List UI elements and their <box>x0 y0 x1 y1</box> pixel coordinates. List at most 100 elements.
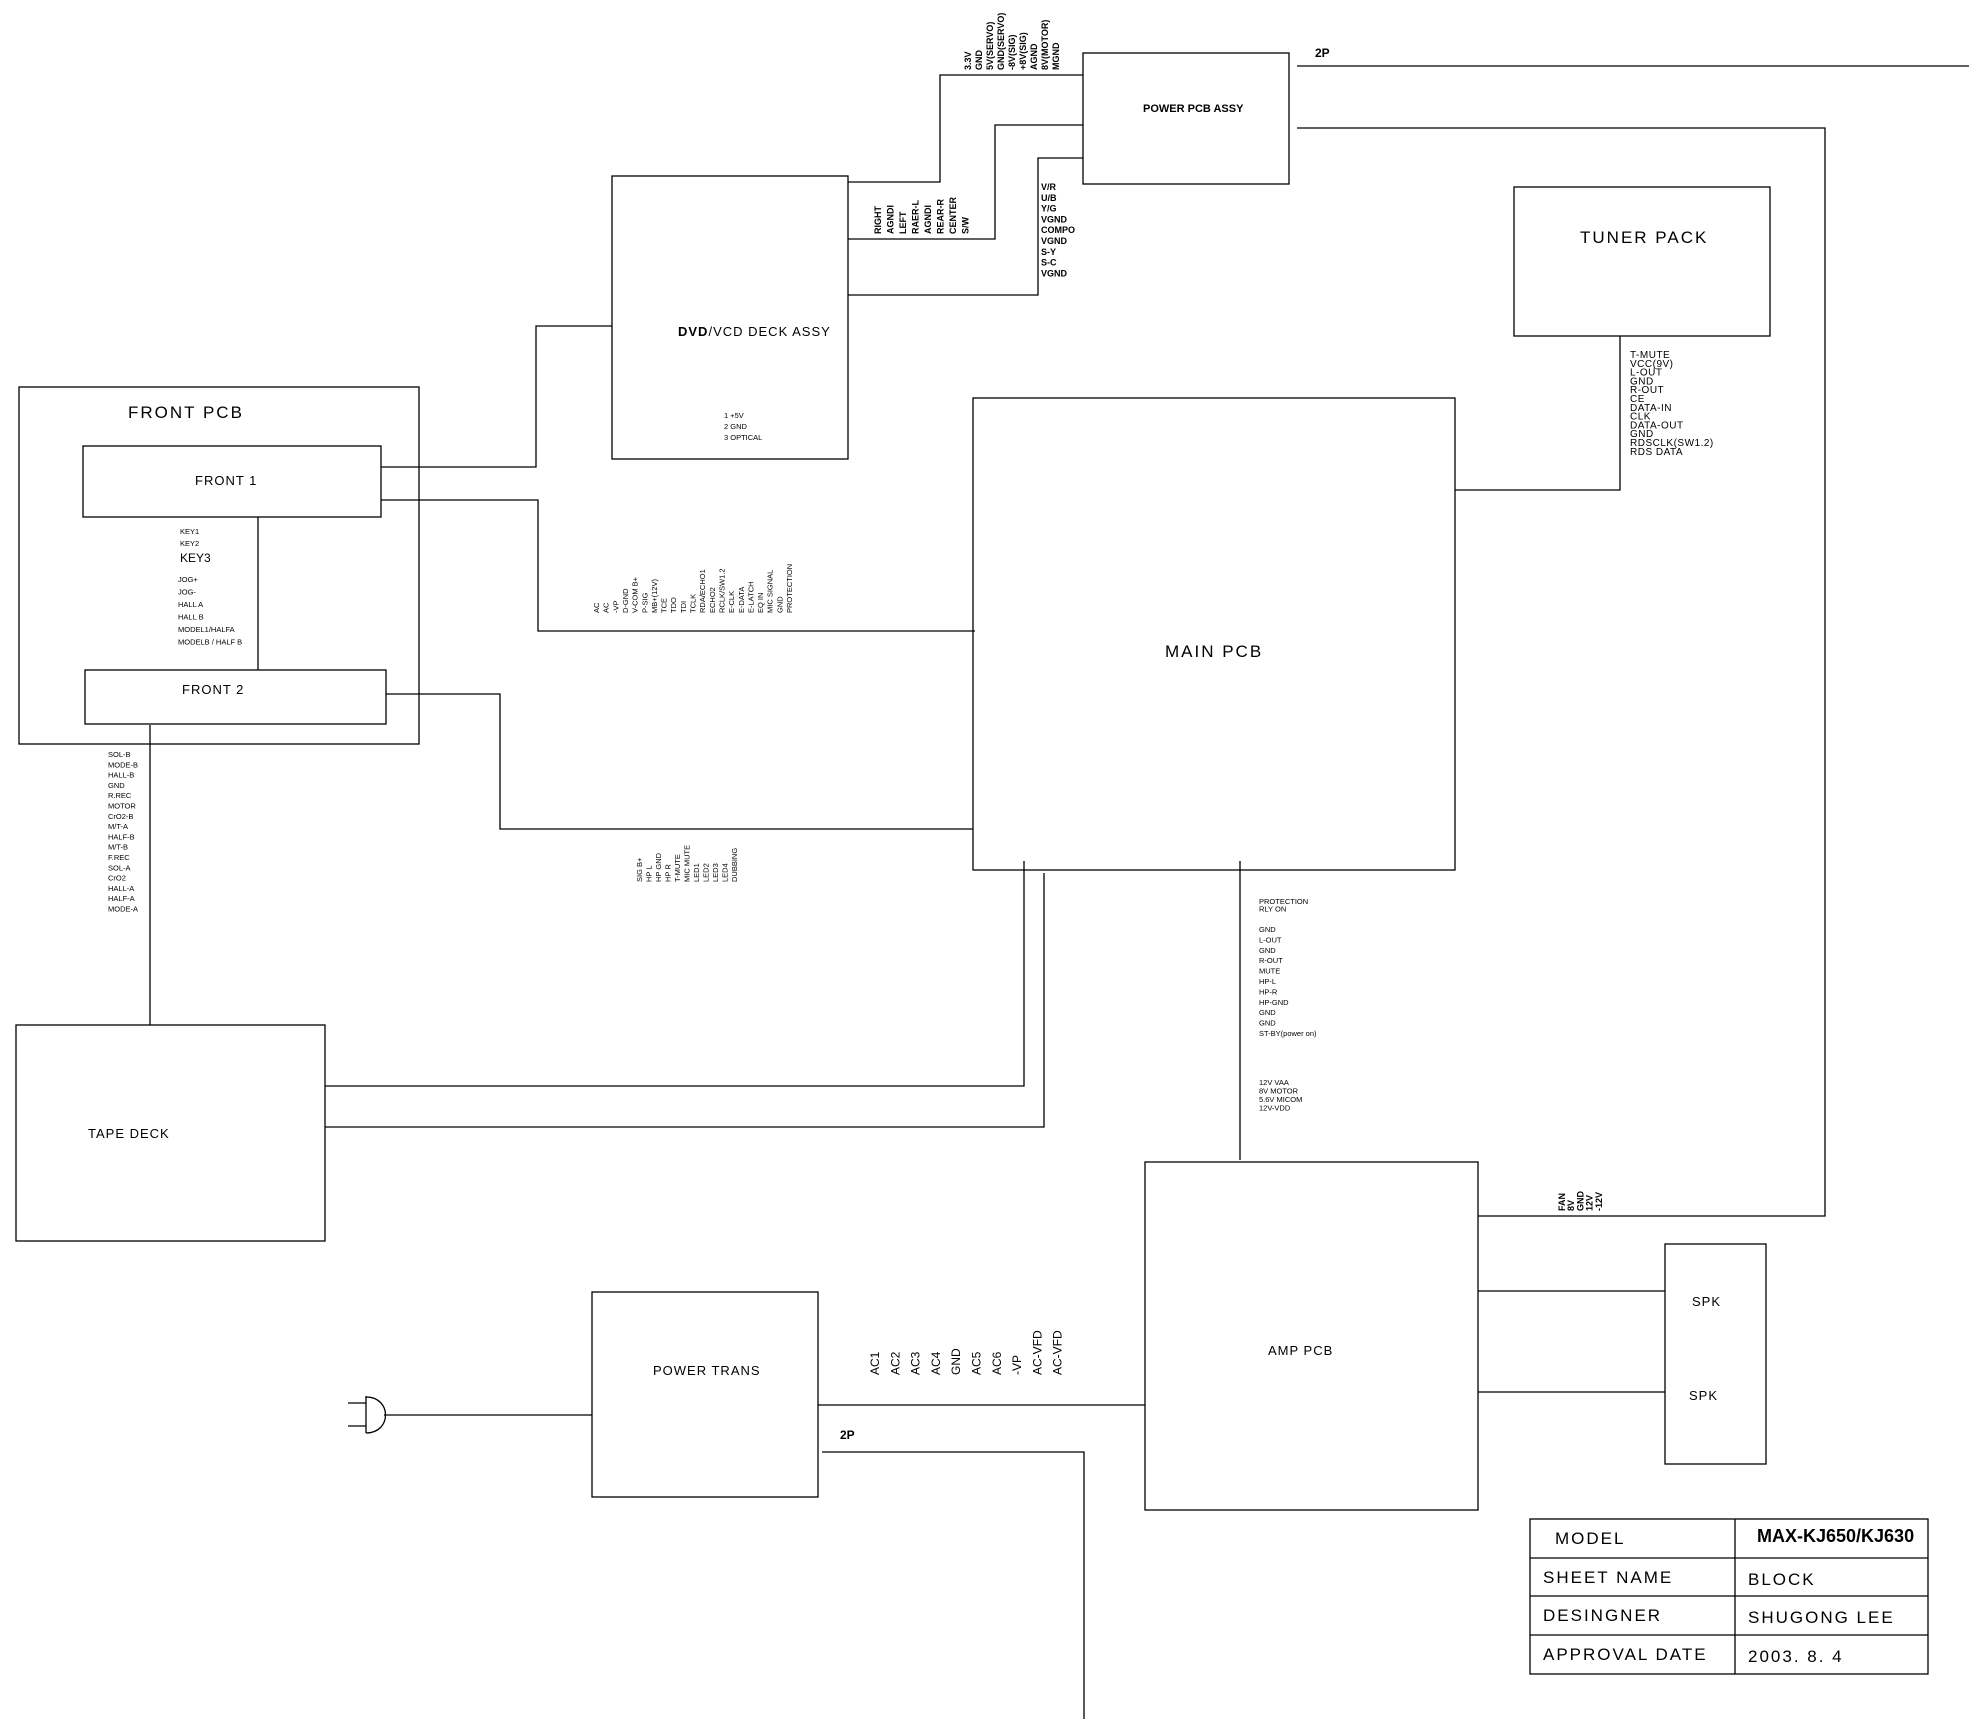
signal-main-amp-c-item: 12V-VDD <box>1259 1104 1291 1113</box>
signal-power-trans-item: GND <box>949 1348 963 1375</box>
signal-main-amp-c-item: 8V MOTOR <box>1259 1087 1299 1096</box>
front1-box <box>82 445 382 518</box>
model-value: MAX-KJ650/KJ630 <box>1757 1526 1914 1546</box>
signal-tuner-item: VCC(9V) <box>1630 359 1674 370</box>
signal-dvd-pins-item: 2 GND <box>724 422 748 431</box>
signal-tape-item: GND <box>108 781 125 790</box>
signal-main-amp-a-item: RLY ON <box>1259 905 1286 914</box>
signal-front1-main-item: AC <box>602 602 611 613</box>
blocks <box>15 52 1771 1511</box>
power-pcb-box <box>1082 52 1290 185</box>
signal-main-amp-b-item: GND <box>1259 1019 1276 1028</box>
signal-main-amp-b-item: HP-R <box>1259 987 1278 996</box>
power-pcb-title: POWER PCB ASSY <box>1143 103 1244 115</box>
signal-front1-main-item: P-SIG <box>640 592 649 613</box>
signal-main-amp-c-item: 12V VAA <box>1259 1078 1289 1087</box>
dvd-deck-title-rest: /VCD DECK ASSY <box>708 324 830 339</box>
signal-front2-main-item: LED4 <box>721 863 730 882</box>
signal-main-amp-b-item: GND <box>1259 946 1276 955</box>
signal-dvd-video-item: U/B <box>1041 193 1057 203</box>
signal-front1-main-item: E-CLK <box>727 591 736 613</box>
signal-main-amp-b-item: HP-L <box>1259 977 1276 986</box>
signal-dvd-audio-item: LEFT <box>898 211 908 234</box>
signal-main-amp-b: GNDL-OUTGNDR-OUTMUTEHP-LHP-RHP-GNDGNDGND… <box>1259 925 1317 1038</box>
signal-amp-fan-item: FAN <box>1557 1193 1567 1211</box>
signal-front2-main-item: LED2 <box>702 863 711 882</box>
amp-pcb-title: AMP PCB <box>1268 1343 1333 1358</box>
signal-tape-item: M/T-A <box>108 822 128 831</box>
signal-dvd-pins-item: 3 OPTICAL <box>724 433 762 442</box>
spk2-label: SPK <box>1689 1388 1718 1403</box>
signal-front1-misc-item: JOG- <box>178 588 196 597</box>
power-trans-title: POWER TRANS <box>653 1363 761 1378</box>
signal-tuner-item: GND <box>1630 376 1654 387</box>
signal-front2-main-item: DUBBING <box>730 848 739 882</box>
signal-tape-item: SOL-A <box>108 863 131 872</box>
signal-front2-main-item: HP R <box>664 864 673 882</box>
signal-front1-main-item: D-GND <box>621 588 630 613</box>
signal-front1-main-item: ECHO2 <box>708 587 717 613</box>
signal-dvd-video-item: V/R <box>1041 182 1057 192</box>
signal-tape-item: HALF-B <box>108 832 135 841</box>
signal-dvd-video-item: S-Y <box>1041 247 1056 257</box>
signal-front2-main-item: LED3 <box>711 863 720 882</box>
main-pcb-title: MAIN PCB <box>1165 642 1263 661</box>
signal-tuner-item: R-OUT <box>1630 385 1664 396</box>
signal-tape-item: CrO2 <box>108 874 126 883</box>
signal-dvd-audio-item: REAR-R <box>936 199 946 234</box>
sheet-name-label: SHEET NAME <box>1543 1568 1673 1587</box>
signal-front1-keys-item: KEY2 <box>180 539 199 548</box>
signal-tuner-item: RDSCLK(SW1.2) <box>1630 438 1714 449</box>
signal-power-top-item: GND <box>974 50 984 71</box>
signal-power-top-item: 5V(SERVO) <box>985 22 995 70</box>
signal-amp-fan-item: 8V <box>1566 1200 1576 1211</box>
signal-tape-item: HALL-B <box>108 771 134 780</box>
signal-main-amp-b-item: HP-GND <box>1259 998 1289 1007</box>
signal-front1-main-item: AC <box>592 602 601 613</box>
signal-dvd-video-item: Y/G <box>1041 204 1057 214</box>
signal-power-top-item: AGND <box>1029 43 1039 70</box>
signal-power-trans-item: AC-VFD <box>1030 1330 1044 1375</box>
designer-label: DESINGNER <box>1543 1606 1662 1625</box>
signal-power-trans-item: AC2 <box>888 1351 902 1375</box>
signal-power-top-item: GND(SERVO) <box>996 13 1006 70</box>
dvd-deck-title: DVD/VCD DECK ASSY <box>678 324 831 339</box>
signal-front1-main-item: MB+(12V) <box>650 579 659 613</box>
signal-front1-main-item: GND <box>775 596 784 613</box>
signal-front1-key3: KEY3 <box>180 551 211 565</box>
two-p-bottom-label: 2P <box>840 1428 855 1442</box>
signal-main-amp-a-item: PROTECTION <box>1259 897 1308 906</box>
sheet-name-value: BLOCK <box>1748 1570 1816 1589</box>
signal-front2-main-item: T-MUTE <box>673 854 682 882</box>
signal-amp-fan-item: -12V <box>1594 1192 1604 1211</box>
signal-power-trans-item: AC4 <box>929 1351 943 1375</box>
signal-tape-item: R.REC <box>108 791 132 800</box>
signal-main-amp-c-item: 5.6V MICOM <box>1259 1095 1302 1104</box>
amp-pcb-box <box>1144 1161 1479 1511</box>
signal-power-trans-item: -VP <box>1010 1355 1024 1375</box>
signal-power-top-item: +8V(SIG) <box>1018 32 1028 70</box>
signal-front1-main-item: V-COM B+ <box>631 576 640 613</box>
signal-tape-item: HALL-A <box>108 884 134 893</box>
signal-power-trans-item: AC-VFD <box>1051 1330 1065 1375</box>
signal-front1-main-item: RCLK/SW1.2 <box>717 568 726 613</box>
signal-tape-item: MODE-B <box>108 760 138 769</box>
approval-date-value: 2003. 8. 4 <box>1748 1647 1844 1666</box>
signal-front1-main-item: E-DATA <box>737 587 746 613</box>
signal-dvd-video-item: S-C <box>1041 258 1057 268</box>
signal-front1-main-item: -VP <box>611 600 620 613</box>
signal-power-top-item: 8V(MOTOR) <box>1040 20 1050 70</box>
signal-tuner-item: GND <box>1630 429 1654 440</box>
signal-front1-main-item: E-LATCH <box>746 581 755 613</box>
signal-front2-main-item: MIC MUTE <box>683 845 692 882</box>
signal-dvd-video-item: VGND <box>1041 214 1068 224</box>
front2-title: FRONT 2 <box>182 682 244 697</box>
tape-deck-box <box>15 1024 326 1242</box>
